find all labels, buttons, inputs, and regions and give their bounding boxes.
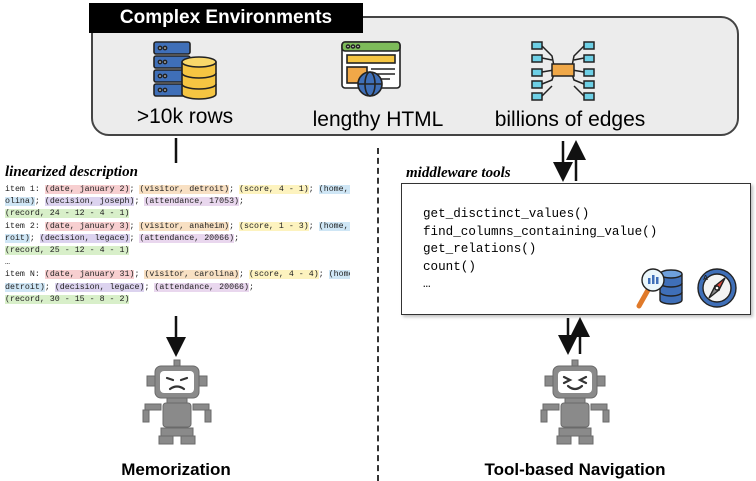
description-line: item 2: (date, january 3); (visitor, ana… (5, 221, 350, 233)
description-segment: (date, january 3) (44, 221, 130, 231)
middleware-tools-box (401, 183, 751, 315)
description-segment: detroit) (5, 282, 45, 292)
description-line: item N: (date, january 31); (visitor, ca… (5, 269, 350, 281)
description-segment: ; (44, 282, 55, 292)
description-line: roit); (decision, legace); (attendance, … (5, 233, 350, 245)
description-segment: … (5, 258, 10, 268)
description-segment: olina) (5, 197, 35, 207)
description-line: olina); (decision, joseph); (attendance,… (5, 196, 350, 208)
tool-item: … (423, 277, 431, 292)
env-label-rows: >10k rows (136, 105, 234, 128)
description-segment: ; (239, 270, 250, 280)
description-segment: ; (318, 270, 329, 280)
description-line: detroit); (decision, legace); (attendanc… (5, 282, 350, 294)
description-segment: ; (249, 282, 254, 292)
description-segment: (home, det (318, 221, 350, 231)
description-segment: item N: (5, 270, 45, 280)
web-page-icon (341, 41, 401, 97)
description-segment: ; (229, 221, 240, 231)
description-segment: ; (129, 185, 140, 194)
tool-navigation-label: Tool-based Navigation (484, 460, 666, 479)
tool-item: get_disctinct_values() (423, 207, 590, 221)
description-segment: (date, january 31) (44, 270, 135, 280)
description-line: (record, 25 - 12 - 4 - 1) (5, 245, 350, 257)
memorization-label: Memorization (121, 460, 231, 479)
description-segment: ; (308, 221, 319, 231)
linearized-description-panel: item 1: (date, january 2); (visitor, det… (5, 184, 350, 314)
graph-network-icon (531, 41, 595, 101)
description-line: … (5, 257, 350, 269)
description-segment: ; (134, 197, 145, 207)
description-segment: (attendance, 20066) (139, 233, 235, 243)
database-icon (153, 41, 217, 100)
description-segment: (record, 25 - 12 - 4 - 1) (5, 245, 130, 255)
description-segment: (score, 4 - 4) (249, 270, 319, 280)
description-segment: item 2: (5, 221, 45, 231)
description-segment: (home, (328, 270, 350, 280)
description-segment: (score, 1 - 3) (239, 221, 309, 231)
description-segment: ; (134, 270, 145, 280)
description-segment: ; (129, 221, 140, 231)
description-line: (record, 30 - 15 - 8 - 2) (5, 294, 350, 306)
description-segment: (date, january 2) (44, 185, 130, 194)
description-segment: item 1: (5, 185, 45, 194)
magnifier-database-icon (636, 268, 683, 309)
description-segment: ; (29, 233, 40, 243)
description-segment: (home, car (318, 185, 350, 194)
middleware-tools-title: middleware tools (406, 165, 511, 181)
description-segment: ; (144, 282, 155, 292)
description-segment: (attendance, 17053) (144, 197, 240, 207)
tool-item: find_columns_containing_value() (423, 224, 658, 239)
description-segment: (record, 30 - 15 - 8 - 2) (5, 294, 130, 304)
compass-icon: A (697, 268, 737, 308)
svg-text:A: A (703, 275, 708, 282)
description-segment: ; (129, 233, 140, 243)
description-segment: (record, 24 - 12 - 4 - 1) (5, 209, 130, 219)
tools-list: get_disctinct_values() find_columns_cont… (423, 206, 657, 294)
description-segment: ; (234, 233, 240, 243)
description-segment: (decision, legace) (54, 282, 145, 292)
description-segment: (score, 4 - 1) (239, 185, 309, 194)
linearized-description-title: linearized description (5, 164, 138, 180)
robot-sad-icon (142, 359, 212, 445)
description-segment: (decision, legace) (39, 233, 130, 243)
robot-happy-icon (540, 359, 610, 445)
description-segment: (visitor, detroit) (139, 185, 230, 194)
description-segment: (visitor, anaheim) (139, 221, 230, 231)
description-line: (record, 24 - 12 - 4 - 1) (5, 208, 350, 220)
description-segment: ; (229, 185, 240, 194)
description-segment: (visitor, carolina) (144, 270, 240, 280)
description-segment: roit) (5, 233, 30, 243)
env-label-edges: billions of edges (494, 108, 646, 131)
description-line: item 1: (date, january 2); (visitor, det… (5, 184, 350, 196)
tool-item: get_relations() (423, 242, 537, 257)
environments-title: Complex Environments (89, 3, 363, 33)
divider-line (377, 148, 379, 481)
description-segment: (decision, joseph) (44, 197, 135, 207)
description-segment: ; (34, 197, 45, 207)
env-label-html: lengthy HTML (312, 108, 444, 131)
tool-item: count() (423, 259, 476, 274)
description-segment: ; (239, 197, 245, 207)
description-segment: (attendance, 20066) (154, 282, 250, 292)
description-segment: ; (308, 185, 319, 194)
